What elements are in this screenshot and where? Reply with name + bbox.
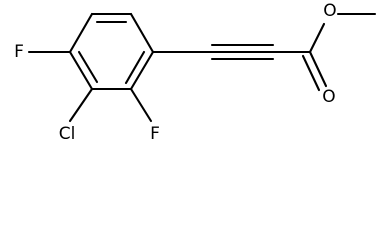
ring-bond-upper-right [129,12,155,54]
chlorine-label: Cl [59,124,76,144]
c-f-bond-bottom [129,87,153,123]
carbonyl-double-bond-outer [308,50,328,88]
carbonyl-to-ester-oxygen-bond [308,22,326,54]
ester-oxygen-label: O [323,1,336,21]
chemical-structure: F Cl F O O [14,1,377,144]
c-cl-bond [68,87,94,123]
fluorine-top-label: F [14,42,24,62]
benzene-ring [68,12,155,91]
ring-bond-lower-right-inner [124,50,146,85]
fluorine-bottom-label: F [150,124,160,144]
ring-bond-lower-right [129,50,155,91]
alkyne-triple-bond [210,43,275,61]
carbonyl-double-bond-inner [301,54,321,92]
ring-bond-lower-left [68,50,94,91]
ring-bond-lower-left-inner [77,50,99,84]
carbonyl-oxygen-label: O [322,87,335,107]
ring-bond-upper-left [68,12,94,54]
